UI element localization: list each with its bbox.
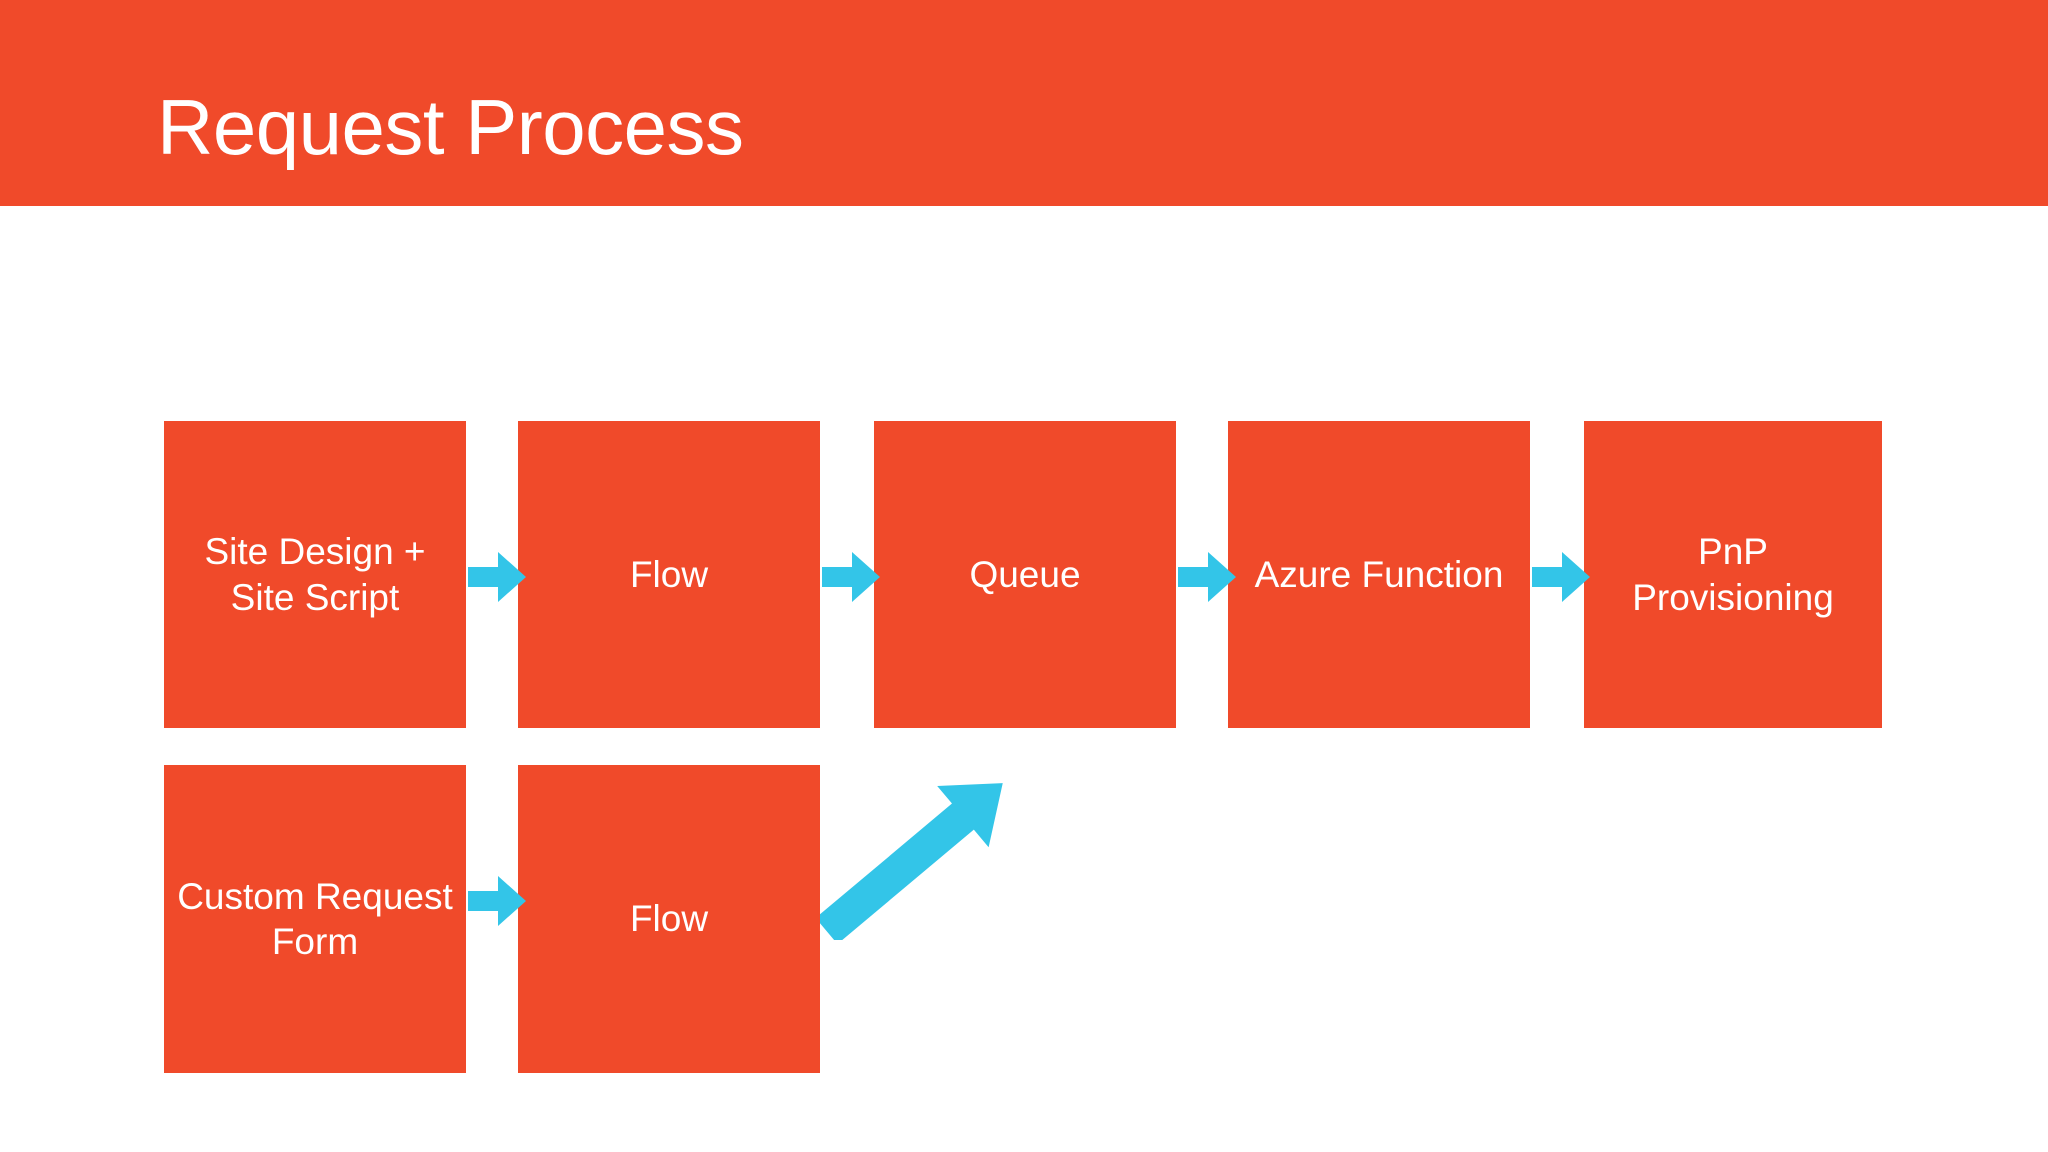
arrow-right-icon [822,548,880,606]
process-box-azure-function[interactable]: Azure Function [1228,421,1530,728]
process-box-queue[interactable]: Queue [874,421,1176,728]
process-box-site-design[interactable]: Site Design + Site Script [164,421,466,728]
title-bar: Request Process [0,0,2048,206]
arrow-right-icon [468,548,526,606]
process-box-label: Flow [629,553,709,595]
arrow-right-icon [1178,548,1236,606]
arrow-diagonal-up-right-icon [820,745,1040,940]
process-box-label: Site Design + Site Script [204,531,426,618]
process-box-pnp-provisioning[interactable]: PnP Provisioning [1584,421,1882,728]
process-box-flow-secondary[interactable]: Flow [518,765,820,1073]
process-box-flow-primary[interactable]: Flow [518,421,820,728]
arrow-right-icon [468,872,526,930]
process-box-label: Azure Function [1254,553,1504,595]
arrow-right-icon [1532,548,1590,606]
page-title: Request Process [157,83,744,171]
process-box-custom-request-form[interactable]: Custom Request Form [164,765,466,1073]
process-box-label: PnP Provisioning [1632,531,1834,618]
process-box-label: Queue [969,553,1081,595]
process-box-label: Flow [629,898,709,940]
process-box-label: Custom Request Form [177,875,453,962]
